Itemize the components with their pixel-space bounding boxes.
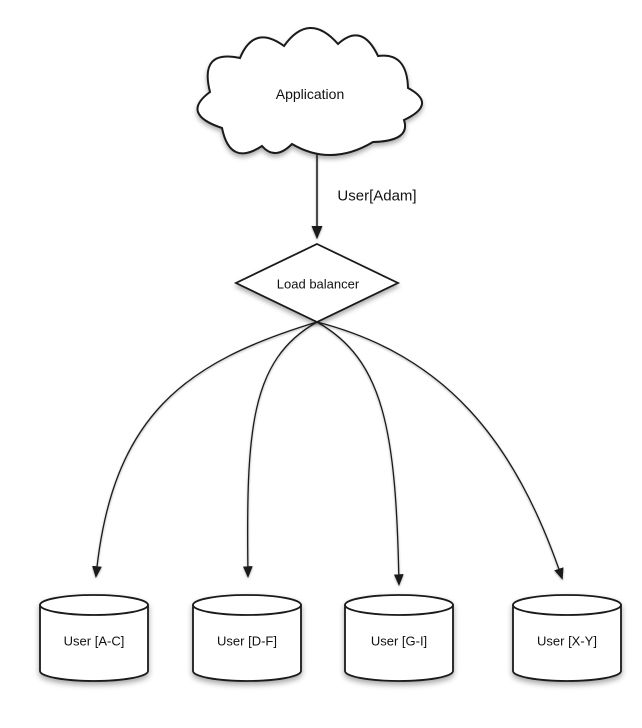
shard-label-2: User [D-F] xyxy=(217,633,277,649)
arrow-loadbalancer-to-shard-2 xyxy=(242,321,318,578)
cylinder-body xyxy=(39,605,149,682)
database-cylinder-shard-2 xyxy=(192,594,302,682)
cylinder-body xyxy=(512,605,622,682)
database-cylinder-shard-3 xyxy=(344,594,454,682)
application-cloud-shape xyxy=(196,27,423,156)
cylinder-top xyxy=(512,594,622,616)
cylinder-body xyxy=(344,605,454,682)
cylinder-top xyxy=(344,594,454,616)
flow-label-user-adam: User[Adam] xyxy=(337,187,417,205)
shard-label-3: User [G-I] xyxy=(370,633,428,649)
cylinder-top xyxy=(39,594,149,616)
arrow-loadbalancer-to-shard-4 xyxy=(316,321,564,580)
application-label: Application xyxy=(275,86,345,102)
load-balancer-label: Load balancer xyxy=(276,276,360,292)
database-cylinder-shard-1 xyxy=(39,594,149,682)
cylinder-body xyxy=(192,605,302,682)
arrow-loadbalancer-to-shard-1 xyxy=(92,321,318,578)
database-cylinder-shard-4 xyxy=(512,594,622,682)
cylinder-top xyxy=(192,594,302,616)
shard-label-1: User [A-C] xyxy=(63,633,125,649)
arrow-loadbalancer-to-shard-3 xyxy=(316,321,404,586)
shard-label-4: User [X-Y] xyxy=(537,633,597,649)
